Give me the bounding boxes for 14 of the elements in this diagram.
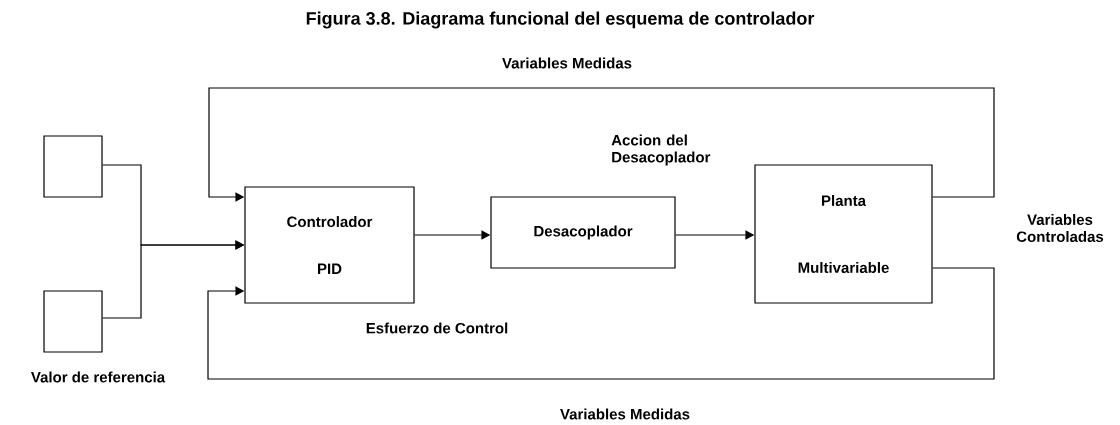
block-box: Planta Multivariable xyxy=(754,164,933,304)
empty-box xyxy=(43,135,103,198)
block-box: Controlador PID xyxy=(244,186,415,304)
text-label: Esfuerzo de Control xyxy=(366,322,508,334)
text-label: Variables Controladas xyxy=(1016,214,1104,242)
figure-title: Figura 3.8. Diagrama funcional del esquema de controlador xyxy=(306,11,815,29)
text-label: Variables Medidas xyxy=(560,408,690,420)
text-label: Accion del Desacoplador xyxy=(611,134,711,166)
empty-box xyxy=(43,290,103,353)
text-label: Variables Medidas xyxy=(502,57,632,69)
arrow xyxy=(208,87,995,202)
arrow xyxy=(207,267,995,380)
text-label: Valor de referencia xyxy=(31,371,166,383)
block-box: Desacoplador xyxy=(490,196,676,269)
